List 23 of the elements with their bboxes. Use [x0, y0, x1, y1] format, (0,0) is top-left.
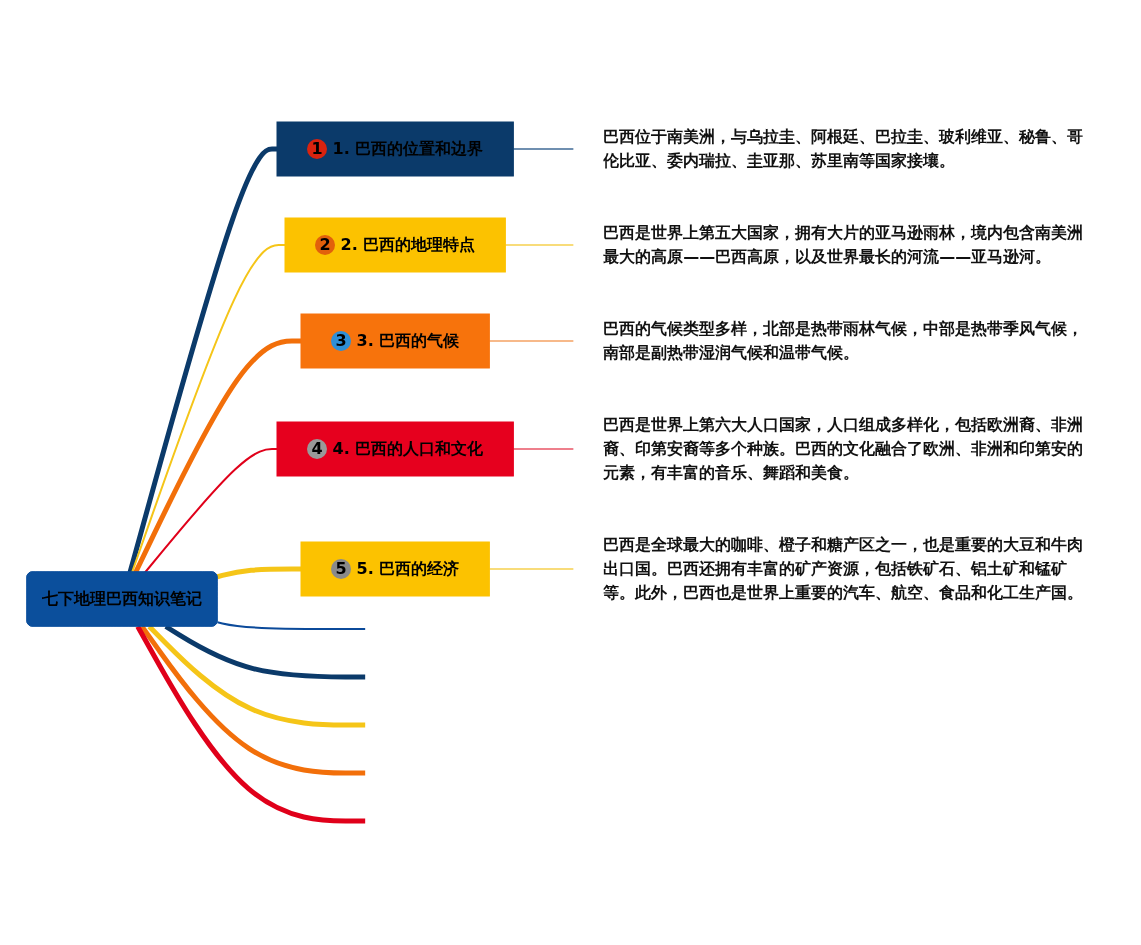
node-text: 巴西是世界上第五大国家，拥有大片的亚马逊雨林，境内包含南美洲最大的高原——巴西高原，以及世界最长的河流——亚马逊河。 [603, 222, 1084, 266]
connector-line [147, 624, 366, 727]
node-text: 巴西的气候类型多样，北部是热带雨林气候，中部是热带季风气候，南部是副热带湿润气候和温带气候。 [603, 318, 1084, 362]
connector-line [135, 624, 366, 823]
node-text: 巴西是世界上第六大人口国家，人口组成多样化，包括欧洲裔、非洲裔、印第安裔等多个种族。巴西的文化融合了欧洲、非洲和印第安的元素，有丰富的音乐、舞蹈和美食。 [603, 414, 1084, 482]
node-box [300, 541, 491, 596]
connector-line [127, 146, 278, 573]
node-box [284, 217, 507, 272]
connector-line [504, 243, 575, 246]
connector-line [488, 339, 575, 342]
connector-line [131, 243, 287, 573]
node-box [276, 421, 515, 476]
node-box [300, 313, 491, 368]
node-text: 巴西位于南美洲，与乌拉圭、阿根廷、巴拉圭、玻利维亚、秘鲁、哥伦比亚、委内瑞拉、圭亚那、苏里南等国家接壤。 [603, 126, 1084, 170]
node-box [276, 121, 515, 176]
connector-line [144, 447, 279, 573]
connector-line [216, 620, 367, 630]
node-text: 巴西是全球最大的咖啡、橙子和糖产区之一，也是重要的大豆和牛肉出口国。巴西还拥有丰富的矿产资源，包括铁矿石、铝土矿和锰矿等。此外，巴西也是世界上重要的汽车、航空、食品和化工生产国。 [603, 534, 1084, 602]
connector-line [140, 624, 366, 775]
connector-line [512, 447, 575, 450]
connector-line [488, 567, 575, 570]
connector-line [217, 566, 302, 579]
connector-line [512, 147, 575, 150]
